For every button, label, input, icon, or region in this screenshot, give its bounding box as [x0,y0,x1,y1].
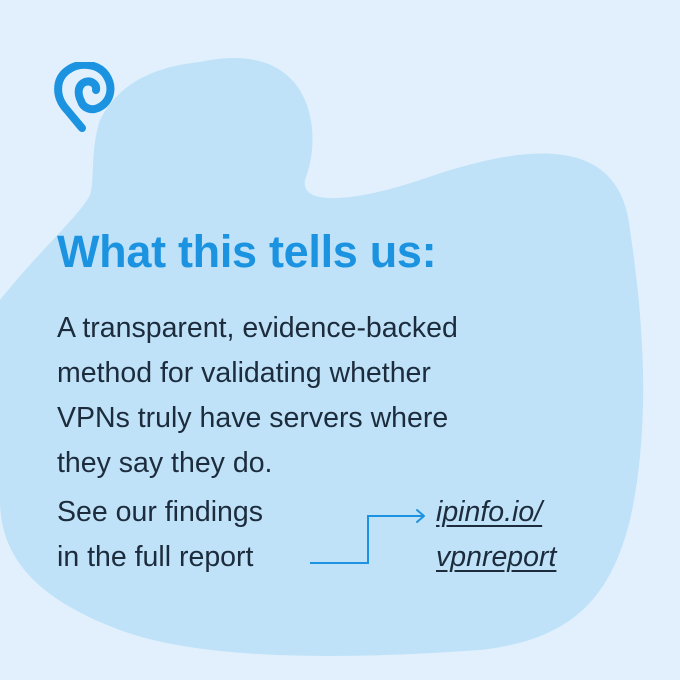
cta-line: in the full report [57,541,254,573]
body-line: method for validating whether [57,357,431,389]
headline: What this tells us: [57,226,437,277]
report-link-line: vpnreport [436,541,557,573]
connector-line [310,515,424,564]
cta-text: See our findings in the full report [57,490,263,580]
logo-pin-inner [74,77,101,105]
map-pin-logo-icon [54,62,115,132]
logo-pin-outer [54,62,115,132]
body-line: they say they do. [57,447,273,479]
body-line: VPNs truly have servers where [57,402,449,434]
cta-line: See our findings [57,496,263,528]
arrow-right-icon [310,509,425,564]
body-line: A transparent, evidence-backed [57,312,458,344]
blob-shape [0,58,644,656]
report-link[interactable]: ipinfo.io/ vpnreport [436,490,556,580]
report-link-line: ipinfo.io/ [436,496,543,528]
arrow-head [416,509,425,523]
body-text: A transparent, evidence-backed method fo… [57,306,577,486]
